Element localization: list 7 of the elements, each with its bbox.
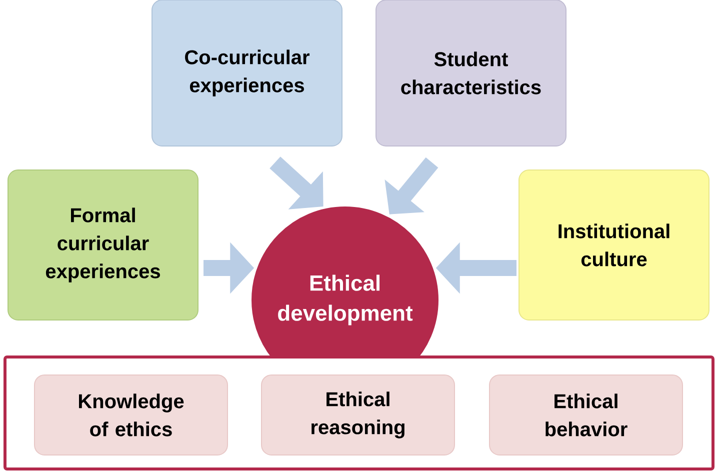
rounded-box: Institutional culture — [518, 170, 710, 320]
rounded-box: Formal curricular experiences — [8, 170, 198, 320]
rounded-box: Ethical reasoning — [261, 374, 455, 456]
rounded-box: Ethical behavior — [489, 374, 683, 456]
rounded-box: Knowledge of ethics — [34, 374, 228, 456]
rounded-box: Student characteristics — [376, 0, 566, 146]
rounded-box: Co-curricular experiences — [152, 0, 342, 146]
